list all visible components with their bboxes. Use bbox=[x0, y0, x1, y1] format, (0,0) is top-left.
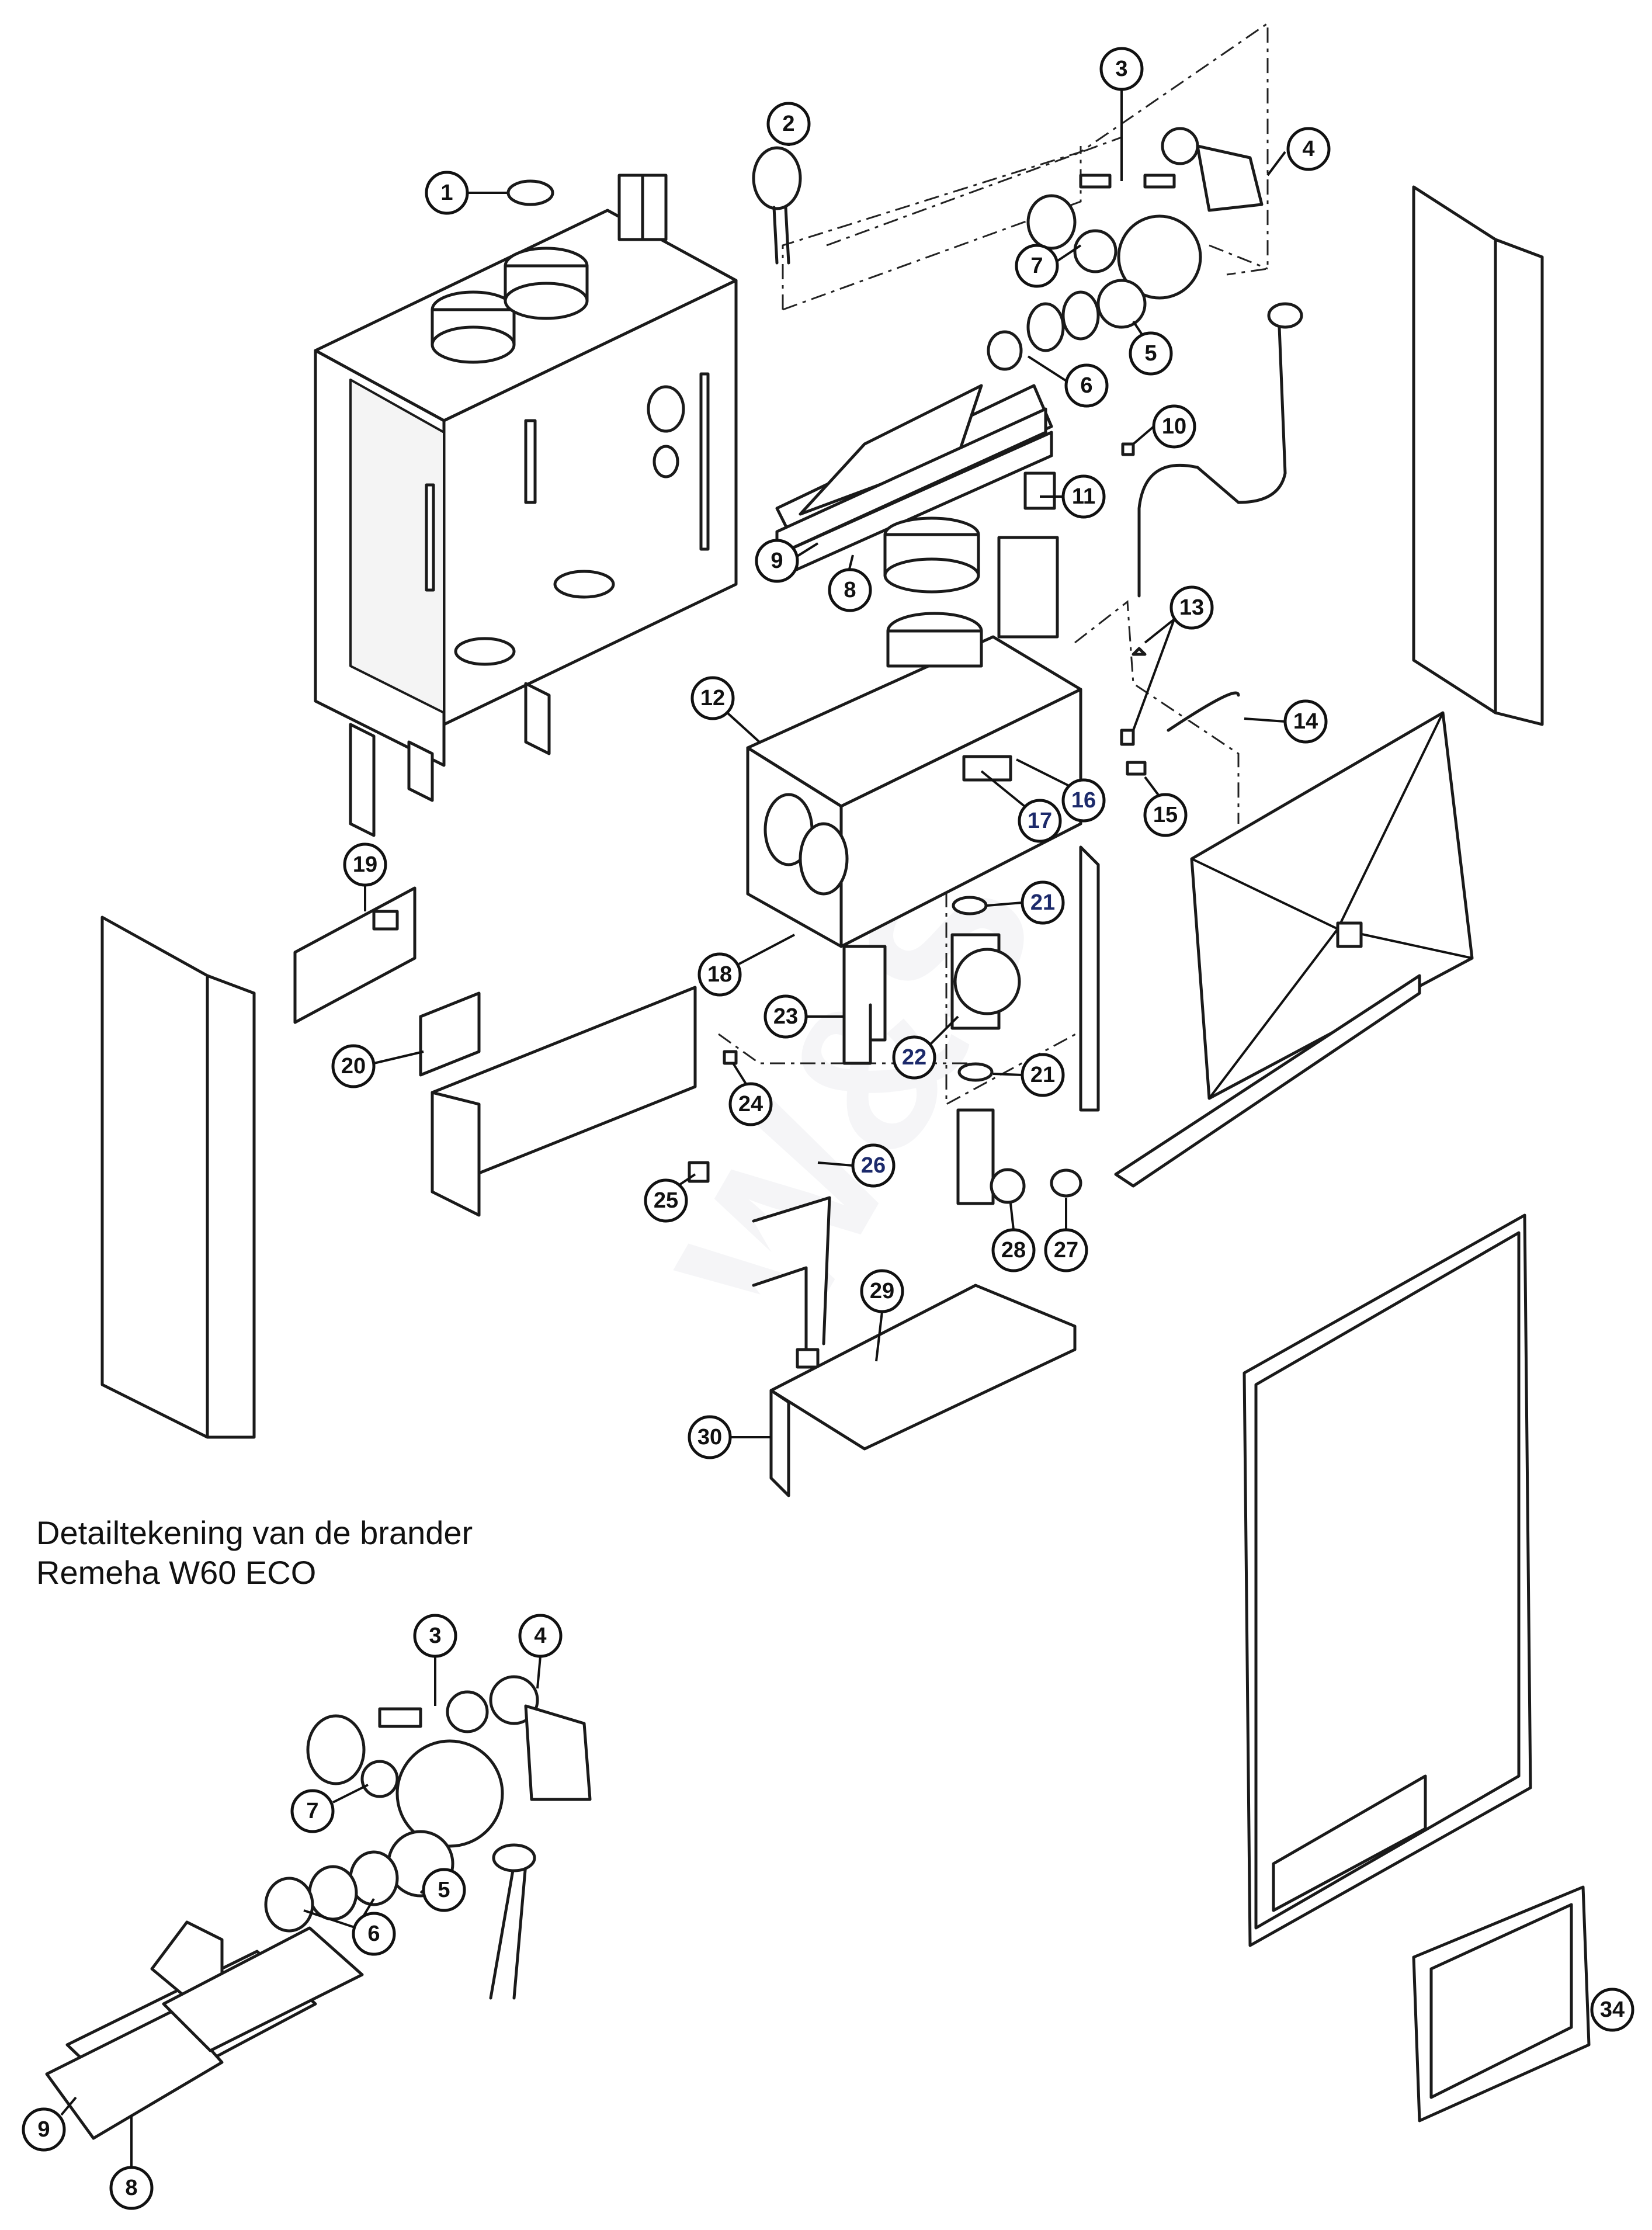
svg-text:21: 21 bbox=[1030, 890, 1055, 915]
boiler-casing bbox=[314, 174, 738, 837]
detail-caption: Detailtekening van de brander Remeha W60… bbox=[36, 1513, 473, 1593]
svg-text:18: 18 bbox=[707, 962, 732, 987]
detail-callout-4: 4 bbox=[518, 1614, 563, 1689]
svg-text:14: 14 bbox=[1293, 709, 1318, 734]
svg-text:16: 16 bbox=[1071, 788, 1096, 813]
callout-23: 23 bbox=[763, 994, 844, 1039]
callout-18: 18 bbox=[697, 934, 795, 997]
svg-text:7: 7 bbox=[1030, 254, 1043, 278]
svg-text:22: 22 bbox=[902, 1045, 926, 1070]
gas-pipe bbox=[1137, 302, 1303, 598]
svg-text:20: 20 bbox=[341, 1054, 366, 1078]
svg-text:29: 29 bbox=[870, 1279, 894, 1303]
hydraulic-parts bbox=[842, 647, 1240, 1205]
callout-17: 17 bbox=[980, 770, 1062, 843]
access-cover bbox=[1412, 1885, 1591, 2123]
callout-11: 11 bbox=[1040, 474, 1106, 519]
caption-line-2: Remeha W60 ECO bbox=[36, 1554, 317, 1591]
callout-5: 5 bbox=[1129, 320, 1173, 376]
svg-text:5: 5 bbox=[438, 1878, 450, 1902]
callout-15: 15 bbox=[1143, 776, 1188, 837]
callout-24: 24 bbox=[728, 1062, 773, 1126]
callout-22: 22 bbox=[892, 1015, 959, 1080]
callout-28: 28 bbox=[991, 1203, 1036, 1272]
left-side-panel bbox=[100, 915, 256, 1439]
callout-12: 12 bbox=[690, 676, 761, 743]
svg-text:13: 13 bbox=[1179, 595, 1204, 620]
svg-text:9: 9 bbox=[37, 2117, 50, 2142]
bottom-tray bbox=[769, 1284, 1077, 1497]
svg-text:28: 28 bbox=[1001, 1238, 1026, 1263]
svg-text:19: 19 bbox=[353, 852, 377, 877]
svg-text:4: 4 bbox=[1302, 137, 1314, 161]
callout-29: 29 bbox=[860, 1269, 904, 1362]
svg-text:26: 26 bbox=[861, 1153, 886, 1178]
svg-text:10: 10 bbox=[1162, 414, 1186, 439]
heat-exchanger bbox=[746, 612, 1082, 948]
svg-text:23: 23 bbox=[773, 1004, 798, 1029]
detail-callout-6: 6 bbox=[303, 1898, 396, 1956]
callout-1: 1 bbox=[425, 171, 554, 215]
burner-fan-assembly bbox=[752, 127, 1264, 371]
callout-27: 27 bbox=[1044, 1198, 1088, 1272]
callout-9: 9 bbox=[755, 539, 819, 583]
callout-26: 26 bbox=[817, 1143, 896, 1188]
svg-text:1: 1 bbox=[440, 181, 453, 205]
callout-13: 13 bbox=[1132, 585, 1214, 731]
svg-text:7: 7 bbox=[306, 1799, 318, 1823]
svg-text:2: 2 bbox=[782, 112, 794, 136]
caption-line-1: Detailtekening van de brander bbox=[36, 1514, 473, 1551]
svg-text:34: 34 bbox=[1600, 1997, 1625, 2022]
callout-8: 8 bbox=[828, 554, 872, 612]
callout-19: 19 bbox=[343, 842, 387, 911]
svg-text:3: 3 bbox=[429, 1624, 441, 1648]
air-box bbox=[775, 384, 1135, 639]
svg-text:24: 24 bbox=[738, 1092, 763, 1116]
svg-text:4: 4 bbox=[534, 1624, 546, 1648]
svg-text:25: 25 bbox=[654, 1188, 678, 1213]
svg-text:8: 8 bbox=[125, 2176, 137, 2200]
svg-text:12: 12 bbox=[700, 686, 725, 710]
callout-34: 34 bbox=[1590, 1988, 1634, 2032]
back-panel bbox=[1114, 711, 1474, 1188]
detail-callout-5: 5 bbox=[419, 1868, 466, 1912]
detail-callout-7: 7 bbox=[290, 1784, 369, 1833]
detail-callout-8: 8 bbox=[109, 2115, 154, 2210]
callout-10: 10 bbox=[1132, 404, 1196, 449]
cables bbox=[752, 1196, 831, 1369]
callout-21-upper: 21 bbox=[987, 880, 1065, 925]
callout-14: 14 bbox=[1244, 699, 1328, 744]
front-panel bbox=[1243, 1213, 1532, 1947]
svg-text:6: 6 bbox=[367, 1922, 380, 1946]
svg-text:8: 8 bbox=[844, 578, 856, 602]
callout-16: 16 bbox=[1016, 758, 1106, 823]
svg-text:9: 9 bbox=[771, 549, 783, 573]
svg-text:3: 3 bbox=[1115, 57, 1127, 81]
callout-3: 3 bbox=[1099, 47, 1144, 181]
detail-callout-9: 9 bbox=[22, 2096, 77, 2152]
svg-text:11: 11 bbox=[1072, 484, 1095, 509]
callout-2: 2 bbox=[766, 102, 811, 146]
callout-20: 20 bbox=[331, 1044, 424, 1088]
svg-text:6: 6 bbox=[1080, 373, 1092, 398]
svg-text:27: 27 bbox=[1054, 1238, 1078, 1263]
callout-21-lower: 21 bbox=[992, 1053, 1065, 1097]
right-side-panel-upper bbox=[1412, 185, 1544, 726]
svg-text:21: 21 bbox=[1030, 1063, 1055, 1087]
callout-4: 4 bbox=[1266, 127, 1331, 176]
callouts: 1 2 3 4 5 6 7 8 9 10 11 12 13 14 15 16 1… bbox=[22, 47, 1634, 2210]
callout-25: 25 bbox=[644, 1173, 696, 1223]
svg-text:30: 30 bbox=[697, 1425, 722, 1449]
control-boards bbox=[293, 886, 738, 1217]
callout-30: 30 bbox=[688, 1415, 771, 1459]
detail-burner-drawing bbox=[45, 1675, 592, 2140]
svg-text:15: 15 bbox=[1153, 803, 1178, 827]
detail-callout-3: 3 bbox=[413, 1614, 457, 1706]
svg-text:17: 17 bbox=[1028, 809, 1052, 833]
callout-6: 6 bbox=[1027, 355, 1109, 408]
callout-7: 7 bbox=[1015, 244, 1082, 288]
svg-text:5: 5 bbox=[1144, 341, 1157, 366]
